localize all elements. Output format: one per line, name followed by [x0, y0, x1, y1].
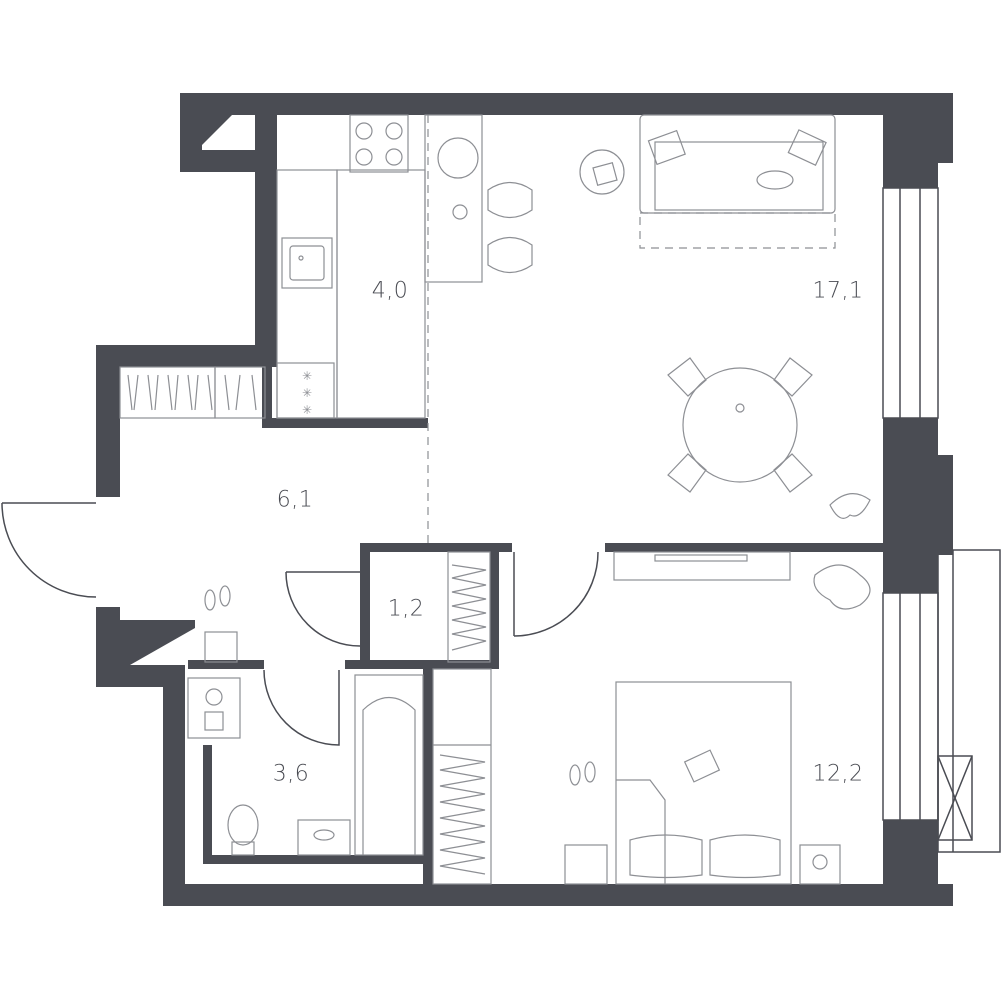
svg-text:✳: ✳: [302, 403, 312, 417]
windows: [882, 187, 1001, 853]
sink-icon: [281, 237, 333, 289]
living-furniture: [579, 114, 871, 519]
bathroom-area-label: 3,6: [272, 761, 310, 787]
closet-furniture: [447, 551, 491, 663]
cat-icon: [756, 170, 794, 190]
bed: [615, 681, 792, 885]
dining-table: [682, 367, 798, 483]
living-area-label: 17,1: [812, 278, 864, 304]
svg-text:✳: ✳: [302, 386, 312, 400]
closet-area-label: 1,2: [387, 596, 425, 622]
bathroom-furniture: [187, 674, 424, 856]
sofa: [639, 114, 836, 214]
hall-furniture: [119, 366, 266, 663]
bedroom-area-label: 12,2: [812, 761, 864, 787]
doors: [1, 502, 599, 746]
kitchen-area-label: 4,0: [371, 278, 409, 304]
walls: [96, 93, 953, 906]
kitchen-furniture: ✳ ✳ ✳: [276, 114, 533, 419]
hall-area-label: 6,1: [276, 487, 314, 513]
wardrobe: [432, 668, 492, 885]
svg-text:✳: ✳: [302, 369, 312, 383]
bedroom-furniture: [564, 551, 871, 885]
